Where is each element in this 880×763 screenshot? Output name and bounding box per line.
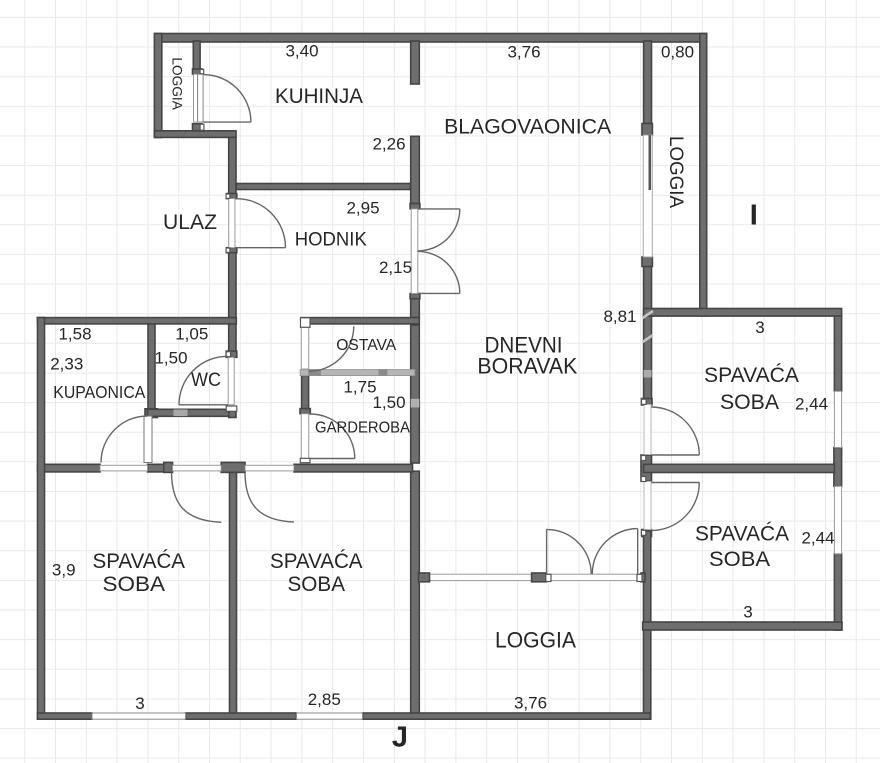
svg-text:SPAVAĆA: SPAVAĆA [93,550,186,573]
svg-text:SPAVAĆA: SPAVAĆA [704,364,799,387]
svg-text:8,81: 8,81 [603,307,636,326]
svg-text:SOBA: SOBA [103,572,166,596]
svg-text:2,44: 2,44 [801,529,834,548]
svg-text:0,80: 0,80 [661,43,694,62]
svg-text:3: 3 [755,318,764,337]
svg-text:GARDEROBA: GARDEROBA [315,420,410,437]
svg-text:2,44: 2,44 [795,395,828,414]
svg-text:SPAVAĆA: SPAVAĆA [695,523,789,546]
svg-text:3,76: 3,76 [507,43,540,62]
svg-text:KUPAONICA: KUPAONICA [53,382,145,402]
svg-text:SOBA: SOBA [288,572,346,596]
svg-text:3,76: 3,76 [514,694,547,713]
svg-text:SOBA: SOBA [720,390,780,414]
svg-text:1,50: 1,50 [154,349,187,368]
svg-text:2,33: 2,33 [50,355,83,374]
svg-text:2,95: 2,95 [346,199,379,218]
svg-text:LOGGIA: LOGGIA [170,57,185,110]
svg-text:LOGGIA: LOGGIA [495,627,576,652]
svg-text:SPAVAĆA: SPAVAĆA [270,550,363,573]
svg-text:DNEVNI: DNEVNI [485,333,563,358]
svg-text:WC: WC [191,370,221,391]
svg-text:2,26: 2,26 [372,134,405,153]
svg-text:2,85: 2,85 [308,690,341,709]
svg-text:OSTAVA: OSTAVA [336,337,397,354]
svg-text:LOGGIA: LOGGIA [665,136,687,208]
svg-text:2,15: 2,15 [379,258,412,277]
svg-text:3: 3 [743,603,752,622]
svg-text:3,40: 3,40 [285,42,318,61]
svg-text:SOBA: SOBA [709,547,771,571]
svg-text:BORAVAK: BORAVAK [477,354,577,379]
svg-text:3,9: 3,9 [52,561,76,580]
svg-text:3: 3 [135,694,144,713]
svg-text:J: J [392,721,408,753]
svg-text:KUHINJA: KUHINJA [275,85,364,108]
svg-text:1,58: 1,58 [58,325,91,344]
svg-text:ULAZ: ULAZ [163,211,217,234]
svg-text:1,50: 1,50 [372,393,405,412]
svg-text:HODNIK: HODNIK [295,230,367,251]
svg-text:I: I [750,199,758,231]
svg-text:BLAGOVAONICA: BLAGOVAONICA [444,114,612,138]
svg-text:1,75: 1,75 [343,378,376,397]
svg-text:1,05: 1,05 [175,324,208,343]
